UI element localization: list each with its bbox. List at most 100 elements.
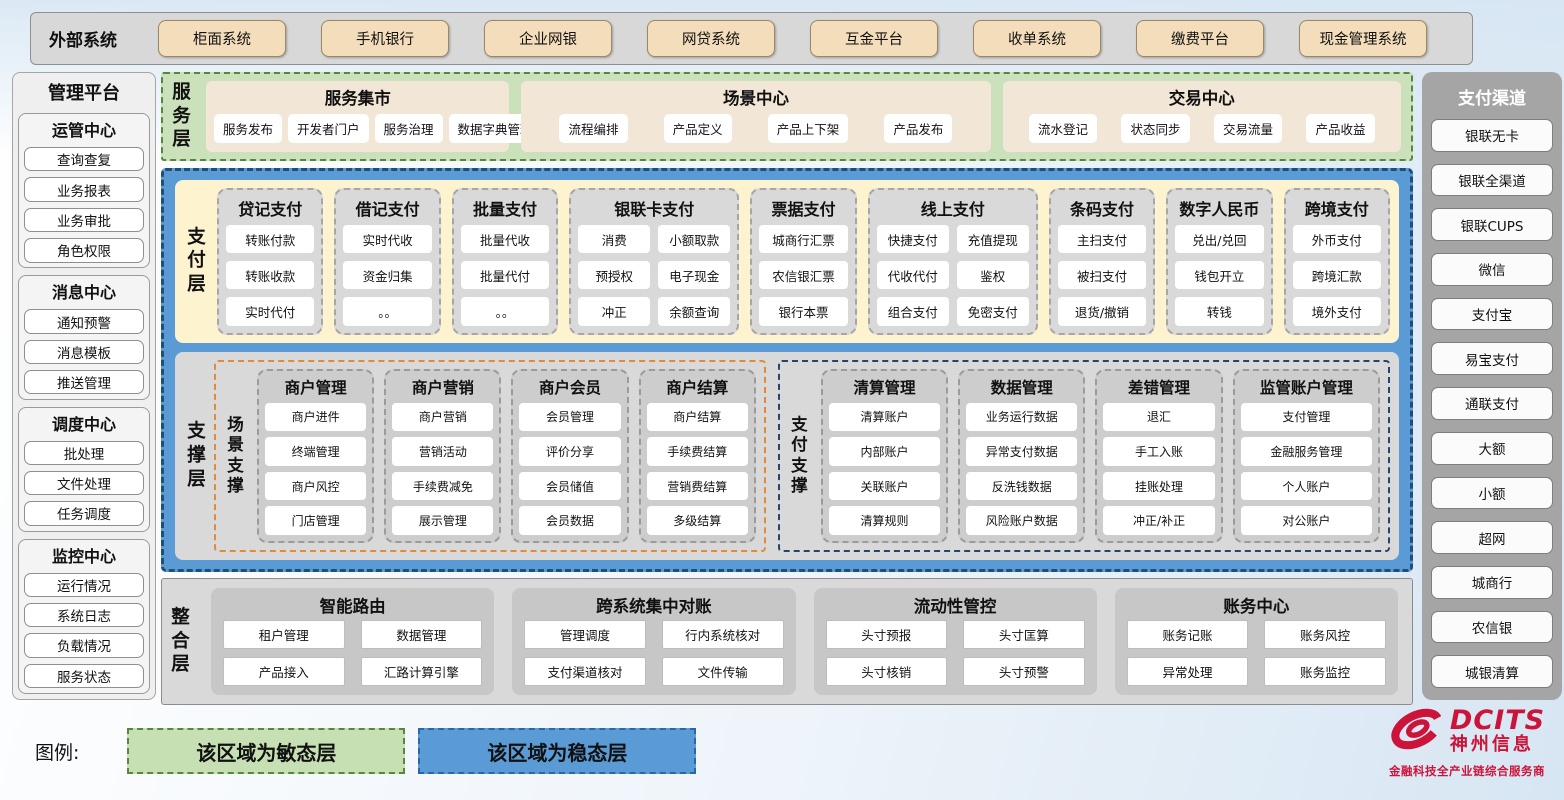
payment-item: 冲正 bbox=[578, 297, 651, 326]
support-item: 关联账户 bbox=[828, 471, 941, 501]
management-item: 推送管理 bbox=[24, 369, 144, 394]
external-systems-label: 外部系统 bbox=[49, 31, 117, 51]
management-platform-title: 管理平台 bbox=[48, 83, 120, 104]
payment-item: 退货/撤销 bbox=[1057, 297, 1147, 326]
management-item: 系统日志 bbox=[24, 602, 144, 628]
support-item: 会员管理 bbox=[519, 402, 621, 432]
support-item: 会员数据 bbox=[519, 506, 621, 535]
panel-cross-system-reconciliation: 跨系统集中对账 管理调度行内系统核对支付渠道核对文件传输 bbox=[512, 588, 796, 695]
payment-item: 实时代收 bbox=[343, 225, 432, 254]
support-item: 退汇 bbox=[1103, 402, 1215, 432]
integration-item: 账务风控 bbox=[1264, 620, 1386, 649]
service-item: 服务治理 bbox=[374, 114, 443, 143]
payment-channel-chip: 微信 bbox=[1431, 253, 1553, 286]
group-title: 调度中心 bbox=[51, 415, 116, 434]
integration-item: 异常处理 bbox=[1126, 657, 1249, 686]
payment-support-label: 支付支撑 bbox=[791, 414, 808, 496]
service-item: 产品收益 bbox=[1306, 114, 1375, 143]
payment-item: 消费 bbox=[578, 225, 651, 254]
payment-channel-chip: 银联全渠道 bbox=[1431, 163, 1553, 197]
panel-items: 流水登记状态同步交易流量产品收益 bbox=[1011, 111, 1394, 146]
integration-item: 支付渠道核对 bbox=[524, 657, 646, 686]
payment-item: 转账收款 bbox=[226, 261, 315, 290]
integration-layer-label: 整合层 bbox=[171, 606, 190, 676]
support-item: 风险账户数据 bbox=[966, 506, 1078, 535]
column-merchant-marketing: 商户营销 商户营销营销活动手续费减免展示管理 bbox=[384, 368, 502, 543]
support-item: 商户进件 bbox=[265, 402, 367, 432]
logo-tagline: 金融科技全产业链综合服务商 bbox=[1389, 764, 1545, 778]
support-item: 手工入账 bbox=[1103, 437, 1215, 466]
support-item: 金融服务管理 bbox=[1240, 437, 1372, 466]
legend: 图例: 该区域为敏态层 该区域为稳态层 bbox=[35, 727, 697, 775]
payment-item: 实时代付 bbox=[226, 297, 315, 326]
integration-item: 文件传输 bbox=[661, 657, 784, 686]
swirl-logo-icon bbox=[1389, 702, 1445, 760]
payment-item: 兑出/兑回 bbox=[1175, 225, 1264, 254]
dcits-logo: DCITS 神州信息 金融科技全产业链综合服务商 bbox=[1376, 702, 1558, 779]
scene-support-label: 场景支撑 bbox=[227, 414, 244, 496]
panel-scene-center: 场景中心 流程编排产品定义产品上下架产品发布 bbox=[521, 81, 991, 152]
payment-item: 主扫支付 bbox=[1057, 225, 1147, 254]
panel-items: 服务发布开发者门户服务治理数据字典管理 bbox=[214, 111, 542, 146]
column-merchant-management: 商户管理 商户进件终端管理商户风控门店管理 bbox=[257, 368, 375, 543]
management-platform-panel: 管理平台 运管中心 查询查复业务报表业务审批角色权限 消息中心 通知预警消息模板… bbox=[12, 72, 156, 700]
external-system-chip: 缴费平台 bbox=[1136, 20, 1264, 57]
external-system-chip: 收单系统 bbox=[973, 20, 1101, 57]
support-item: 清算规则 bbox=[828, 506, 941, 535]
payment-columns: 贷记支付 转账付款转账收款实时代付 借记支付 实时代收资金归集。。 批量支付 批… bbox=[217, 188, 1390, 335]
integration-item: 汇路计算引擎 bbox=[360, 657, 483, 686]
panel-transaction-center: 交易中心 流水登记状态同步交易流量产品收益 bbox=[1002, 81, 1401, 152]
integration-item: 头寸核销 bbox=[825, 657, 948, 686]
group-items: 通知预警消息模板推送管理 bbox=[24, 309, 144, 394]
group-monitoring-center: 监控中心 运行情况系统日志负载情况服务状态 bbox=[18, 538, 150, 694]
integration-layer: 整合层 智能路由 租户管理数据管理产品接入汇路计算引擎 跨系统集中对账 管理调度… bbox=[161, 578, 1413, 705]
support-item: 清算账户 bbox=[828, 402, 941, 432]
service-item: 产品定义 bbox=[663, 114, 732, 143]
group-operation-center: 运管中心 查询查复业务报表业务审批角色权限 bbox=[18, 113, 150, 269]
integration-item: 租户管理 bbox=[223, 620, 345, 649]
group-items: 查询查复业务报表业务审批角色权限 bbox=[24, 147, 144, 263]
group-title: 监控中心 bbox=[51, 546, 116, 566]
integration-item: 数据管理 bbox=[360, 620, 483, 649]
management-item: 业务报表 bbox=[24, 177, 144, 202]
payment-item: 农信银汇票 bbox=[759, 261, 848, 290]
payment-channel-chip: 支付宝 bbox=[1431, 297, 1553, 331]
logo-brand-text: DCITS bbox=[1449, 704, 1546, 736]
column-regulatory-account-management: 监管账户管理 支付管理金融服务管理个人账户对公账户 bbox=[1232, 368, 1380, 543]
payment-channel-chip: 城商行 bbox=[1431, 565, 1553, 599]
integration-item: 头寸匡算 bbox=[963, 620, 1085, 649]
payment-item: 城商行汇票 bbox=[759, 225, 848, 254]
payment-channel-chip: 银联无卡 bbox=[1431, 119, 1553, 152]
column-barcode-payment: 条码支付 主扫支付被扫支付退货/撤销 bbox=[1048, 188, 1156, 335]
payment-item: 转账付款 bbox=[226, 225, 315, 254]
support-item: 门店管理 bbox=[265, 506, 367, 535]
column-credit-payment: 贷记支付 转账付款转账收款实时代付 bbox=[217, 188, 324, 335]
column-online-payment: 线上支付 快捷支付充值提现代收代付鉴权组合支付免密支付 bbox=[867, 188, 1038, 335]
integration-item: 账务记账 bbox=[1126, 620, 1249, 649]
panel-accounting-center: 账务中心 账务记账账务风控异常处理账务监控 bbox=[1114, 588, 1398, 695]
payment-item: 银行本票 bbox=[759, 297, 848, 326]
service-item: 流水登记 bbox=[1028, 114, 1097, 143]
payment-channel-chip: 小额 bbox=[1431, 476, 1553, 510]
payment-item: 余额查询 bbox=[658, 297, 731, 326]
payment-support-area: 支付支撑 清算管理 清算账户内部账户关联账户清算规则 数据管理 业务运行数据异常… bbox=[777, 359, 1390, 552]
support-layer: 支撑层 场景支撑 商户管理 商户进件终端管理商户风控门店管理 商户营销 商户营销… bbox=[175, 351, 1399, 560]
management-item: 任务调度 bbox=[24, 501, 144, 526]
support-item: 商户营销 bbox=[392, 402, 494, 432]
service-layer-label: 服务层 bbox=[172, 82, 191, 151]
external-system-chip: 网贷系统 bbox=[647, 20, 775, 57]
payment-item: 代收代付 bbox=[876, 261, 949, 290]
payment-channel-chip: 城银清算 bbox=[1431, 655, 1553, 688]
integration-item: 行内系统核对 bbox=[661, 620, 784, 649]
payment-channel-chip: 易宝支付 bbox=[1431, 342, 1553, 376]
payment-item: 鉴权 bbox=[956, 261, 1029, 290]
payment-item: 免密支付 bbox=[956, 297, 1029, 326]
legend-label: 图例: bbox=[35, 741, 80, 764]
payment-item: 。。 bbox=[343, 297, 432, 326]
column-data-management: 数据管理 业务运行数据异常支付数据反洗钱数据风险账户数据 bbox=[958, 368, 1086, 543]
support-item: 个人账户 bbox=[1240, 471, 1372, 501]
management-item: 业务审批 bbox=[24, 207, 144, 233]
integration-item: 产品接入 bbox=[223, 657, 345, 686]
payment-item: 。。 bbox=[460, 297, 550, 326]
